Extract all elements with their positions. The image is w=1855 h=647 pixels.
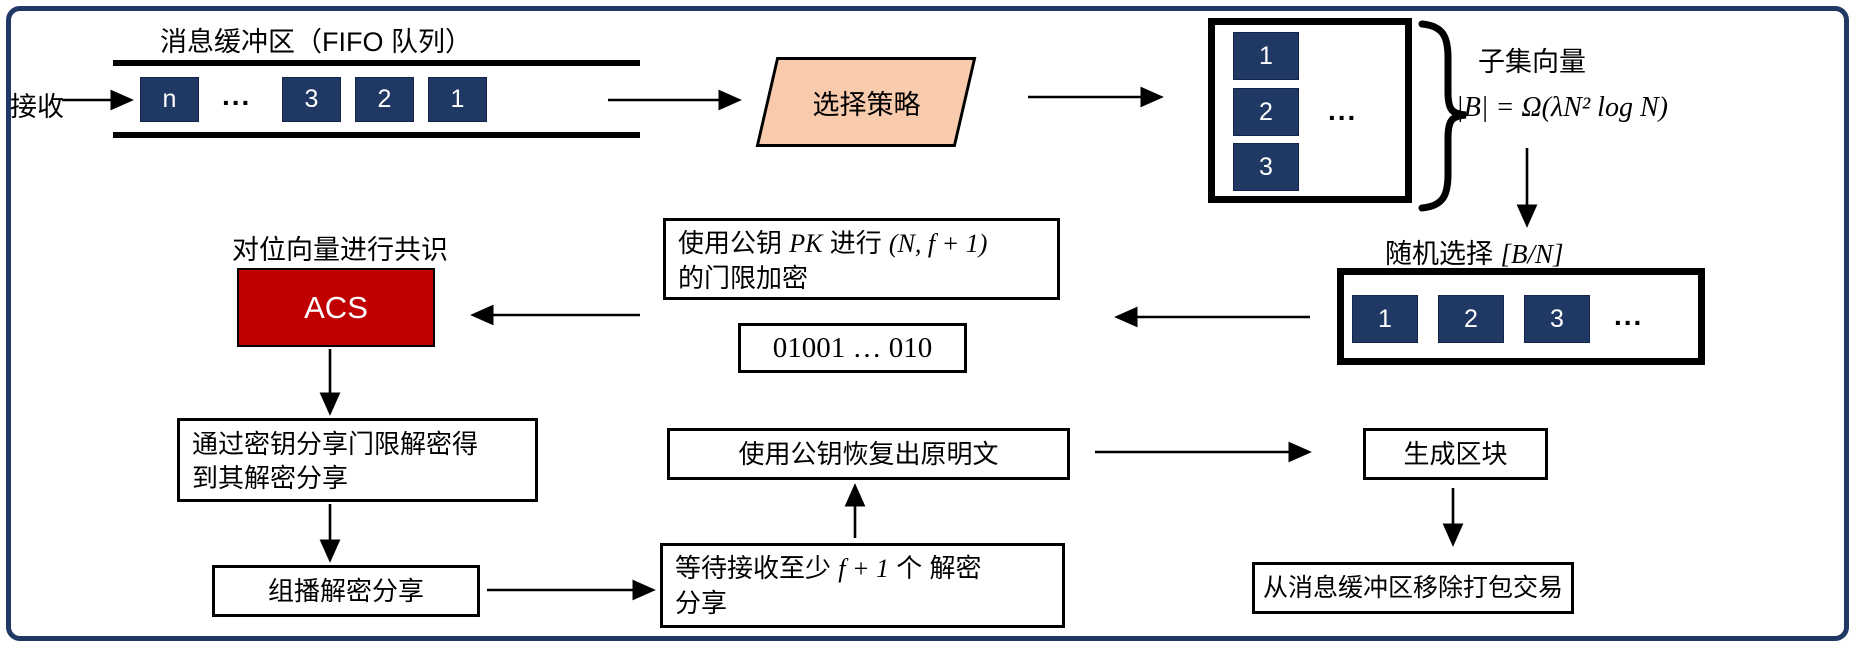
buffer-cell-1: 1 (428, 77, 487, 122)
buffer-cell-3: 3 (282, 77, 341, 122)
acs-box: ACS (237, 268, 435, 347)
encrypt-nf-math: (N, f + 1) (888, 229, 988, 258)
threshold-encrypt-line2: 的门限加密 (678, 263, 809, 293)
subset-cell-2: 2 (1233, 88, 1299, 136)
buffer-cell-n: n (140, 77, 199, 122)
random-select-box (1337, 268, 1705, 365)
decrypt-share-box: 通过密钥分享门限解密得 到其解密分享 (177, 418, 538, 502)
encrypt-text-b: 进行 (822, 228, 889, 258)
encrypt-text-a: 使用公钥 (678, 228, 790, 258)
wait-text-a: 等待接收至少 (675, 553, 839, 583)
random-select-label: 随机选择 [B/N] (1385, 232, 1564, 271)
multicast-box: 组播解密分享 (212, 565, 480, 617)
bit-vector-box: 01001 … 010 (738, 323, 967, 373)
wait-text-b: 个 解密 (889, 553, 982, 583)
random-select-label-math: [B/N] (1500, 239, 1564, 269)
subset-cell-3: 3 (1233, 143, 1299, 191)
buffer-rail-bottom (113, 132, 640, 138)
recover-plaintext-box: 使用公钥恢复出原明文 (667, 428, 1070, 480)
remove-tx-box: 从消息缓冲区移除打包交易 (1252, 562, 1574, 614)
buffer-ellipsis: ... (222, 80, 252, 111)
buffer-cell-2: 2 (355, 77, 414, 122)
wait-f1-math: f + 1 (838, 554, 890, 583)
wait-shares-line2: 分享 (675, 588, 728, 618)
strategy-label: 选择策略 (812, 89, 921, 120)
generate-block-box: 生成区块 (1363, 428, 1548, 480)
random-ellipsis: ... (1614, 300, 1644, 331)
random-cell-2: 2 (1438, 295, 1504, 343)
buffer-rail-top (113, 60, 640, 66)
wait-shares-box: 等待接收至少 f + 1 个 解密 分享 (660, 543, 1065, 628)
receive-label: 接收 (10, 92, 64, 122)
subset-caption: 子集向量 (1478, 47, 1586, 77)
subset-formula: |B| = Ω(λN² log N) (1456, 92, 1668, 123)
threshold-encrypt-box: 使用公钥 PK 进行 (N, f + 1) 的门限加密 (663, 218, 1060, 300)
decrypt-share-line1: 通过密钥分享门限解密得 (192, 429, 479, 459)
threshold-encrypt-line1: 使用公钥 PK 进行 (N, f + 1) (678, 226, 1045, 261)
wait-shares-line1: 等待接收至少 f + 1 个 解密 (675, 551, 1050, 586)
encrypt-pk-math: PK (789, 229, 823, 258)
random-cell-3: 3 (1524, 295, 1590, 343)
decrypt-share-line2: 到其解密分享 (192, 463, 349, 493)
random-select-label-text: 随机选择 (1385, 239, 1501, 269)
buffer-title: 消息缓冲区（FIFO 队列） (160, 27, 472, 57)
random-cell-1: 1 (1352, 295, 1418, 343)
subset-cell-1: 1 (1233, 32, 1299, 80)
acs-caption: 对位向量进行共识 (232, 235, 448, 265)
subset-ellipsis: ... (1328, 95, 1358, 126)
